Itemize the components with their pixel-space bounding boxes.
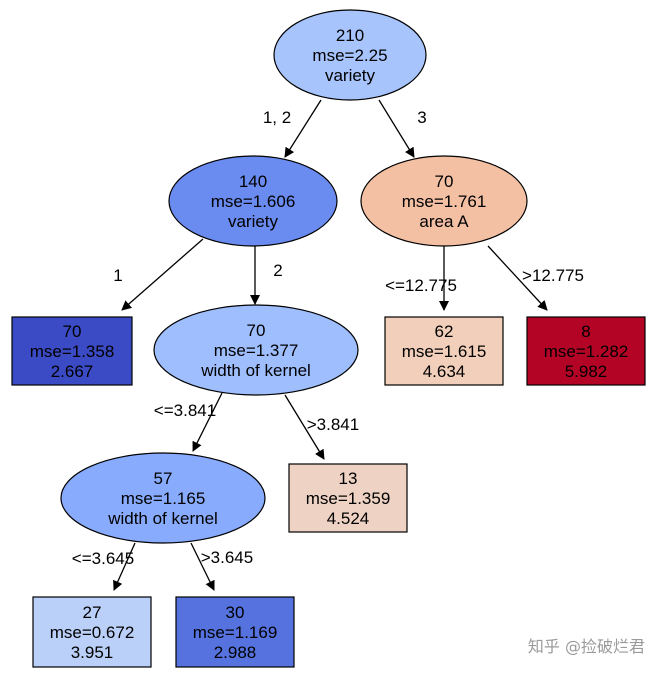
node-line-n1-1: mse=1.606	[211, 192, 296, 211]
watermark-text: 知乎 @捡破烂君	[527, 637, 645, 656]
edge-arrow-root-n2	[378, 99, 415, 158]
node-line-root-1: mse=2.25	[312, 46, 387, 65]
node-shape-n5	[384, 316, 504, 386]
node-line-n6-0: 8	[581, 322, 590, 341]
node-line-n10-1: mse=1.169	[193, 623, 278, 642]
edge-arrow-n2-n6	[487, 245, 548, 311]
node-line-n3-0: 70	[63, 322, 82, 341]
node-shape-n2	[360, 155, 528, 247]
edge-label-n7-n9: <=3.645	[72, 549, 134, 568]
edge-arrow-root-n1	[284, 99, 322, 158]
edge-label-n4-n7: <=3.841	[154, 401, 216, 420]
node-line-n6-1: mse=1.282	[544, 342, 629, 361]
node-line-n8-1: mse=1.359	[306, 489, 391, 508]
edge-label-n7-n10: >3.645	[201, 548, 253, 567]
edge-label-n1-n4: 2	[273, 261, 282, 280]
node-line-n9-2: 3.951	[71, 643, 114, 662]
edge-label-n2-n6: >12.775	[522, 266, 584, 285]
edge-arrow-n4-n7	[192, 392, 223, 452]
edges: 1, 2 3 1 2 <=12.775 >12.775 <=3.841 >3.841 <=3.6…	[72, 99, 584, 591]
node-shape-n8	[288, 463, 408, 533]
node-shape-n1	[168, 155, 338, 247]
node-line-n10-2: 2.988	[214, 643, 257, 662]
node-line-n9-1: mse=0.672	[50, 623, 135, 642]
node-shape-n7	[60, 452, 266, 544]
node-shape-n9	[32, 596, 152, 668]
edge-label-root-n2: 3	[417, 108, 426, 127]
node-line-root-2: variety	[325, 66, 376, 85]
node-line-n7-1: mse=1.165	[121, 489, 206, 508]
edge-arrow-n7-n10	[190, 542, 215, 591]
node-line-n4-0: 70	[247, 321, 266, 340]
node-line-n9-0: 27	[83, 603, 102, 622]
node-shape-n6	[526, 316, 646, 386]
node-line-n4-2: width of kernel	[200, 361, 311, 380]
edge-label-n2-n5: <=12.775	[385, 276, 457, 295]
node-line-n8-2: 4.524	[327, 509, 370, 528]
node-line-n1-0: 140	[239, 172, 267, 191]
node-shape-n10	[175, 596, 295, 668]
node-line-n5-0: 62	[435, 322, 454, 341]
node-line-n2-2: area A	[419, 212, 469, 231]
node-line-n1-2: variety	[228, 212, 279, 231]
edge-arrow-n1-n3	[121, 238, 204, 311]
node-line-n2-1: mse=1.761	[402, 192, 487, 211]
node-line-n3-1: mse=1.358	[30, 342, 115, 361]
node-line-n5-1: mse=1.615	[402, 342, 487, 361]
node-line-n8-0: 13	[339, 469, 358, 488]
node-line-n3-2: 2.667	[51, 362, 94, 381]
edge-arrow-n4-n8	[284, 394, 325, 460]
edge-arrow-n7-n9	[113, 542, 136, 591]
node-line-n7-0: 57	[154, 469, 173, 488]
edge-label-n1-n3: 1	[113, 266, 122, 285]
node-shape-n3	[11, 316, 133, 386]
node-line-n2-0: 70	[435, 172, 454, 191]
edge-label-n4-n8: >3.841	[307, 415, 359, 434]
node-line-n7-2: width of kernel	[107, 509, 218, 528]
node-line-n10-0: 30	[226, 603, 245, 622]
node-shape-root	[273, 9, 427, 101]
node-line-n5-2: 4.634	[423, 362, 466, 381]
edge-label-root-n1: 1, 2	[263, 108, 291, 127]
nodes: 210mse=2.25variety140mse=1.606variety70m…	[11, 9, 646, 668]
node-shape-n4	[153, 304, 359, 396]
node-line-n6-2: 5.982	[565, 362, 608, 381]
node-line-root-0: 210	[336, 26, 364, 45]
node-line-n4-1: mse=1.377	[214, 341, 299, 360]
